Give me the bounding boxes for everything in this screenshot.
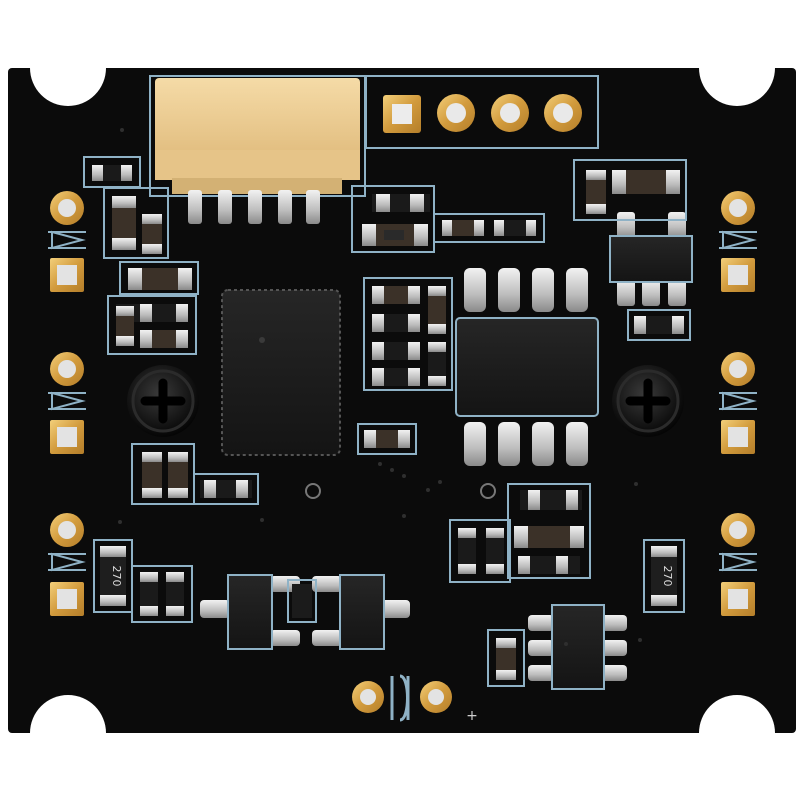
bottom-pads: +	[352, 674, 478, 724]
corner-notch-bottom-right	[699, 695, 775, 771]
passive-components: 270 270	[83, 156, 691, 687]
qfn-ic	[221, 289, 341, 456]
pcb-board-body	[8, 30, 796, 771]
tiny-dots	[118, 128, 642, 646]
resistor-label-right: 270	[661, 566, 674, 587]
right-led-pads	[719, 191, 757, 616]
left-led-pads	[48, 191, 86, 616]
corner-notch-bottom-left	[30, 695, 106, 771]
corner-notch-top-left	[30, 30, 106, 106]
resistor-270-left: 270	[100, 546, 126, 606]
plus-marker: +	[466, 708, 478, 724]
jst-connector	[149, 75, 366, 224]
header-pads	[365, 75, 599, 149]
resistor-label-left: 270	[110, 566, 123, 587]
vias	[305, 483, 496, 499]
sot-ic-bottom-right	[528, 604, 627, 690]
sot-ic-top-right	[609, 212, 693, 306]
screw-left	[127, 365, 199, 437]
corner-notch-top-right	[699, 30, 775, 106]
screw-right	[612, 365, 684, 437]
resistor-270-right: 270	[651, 546, 677, 606]
sot-ic-bottom-center	[200, 574, 410, 650]
soic8-ic	[455, 268, 599, 466]
